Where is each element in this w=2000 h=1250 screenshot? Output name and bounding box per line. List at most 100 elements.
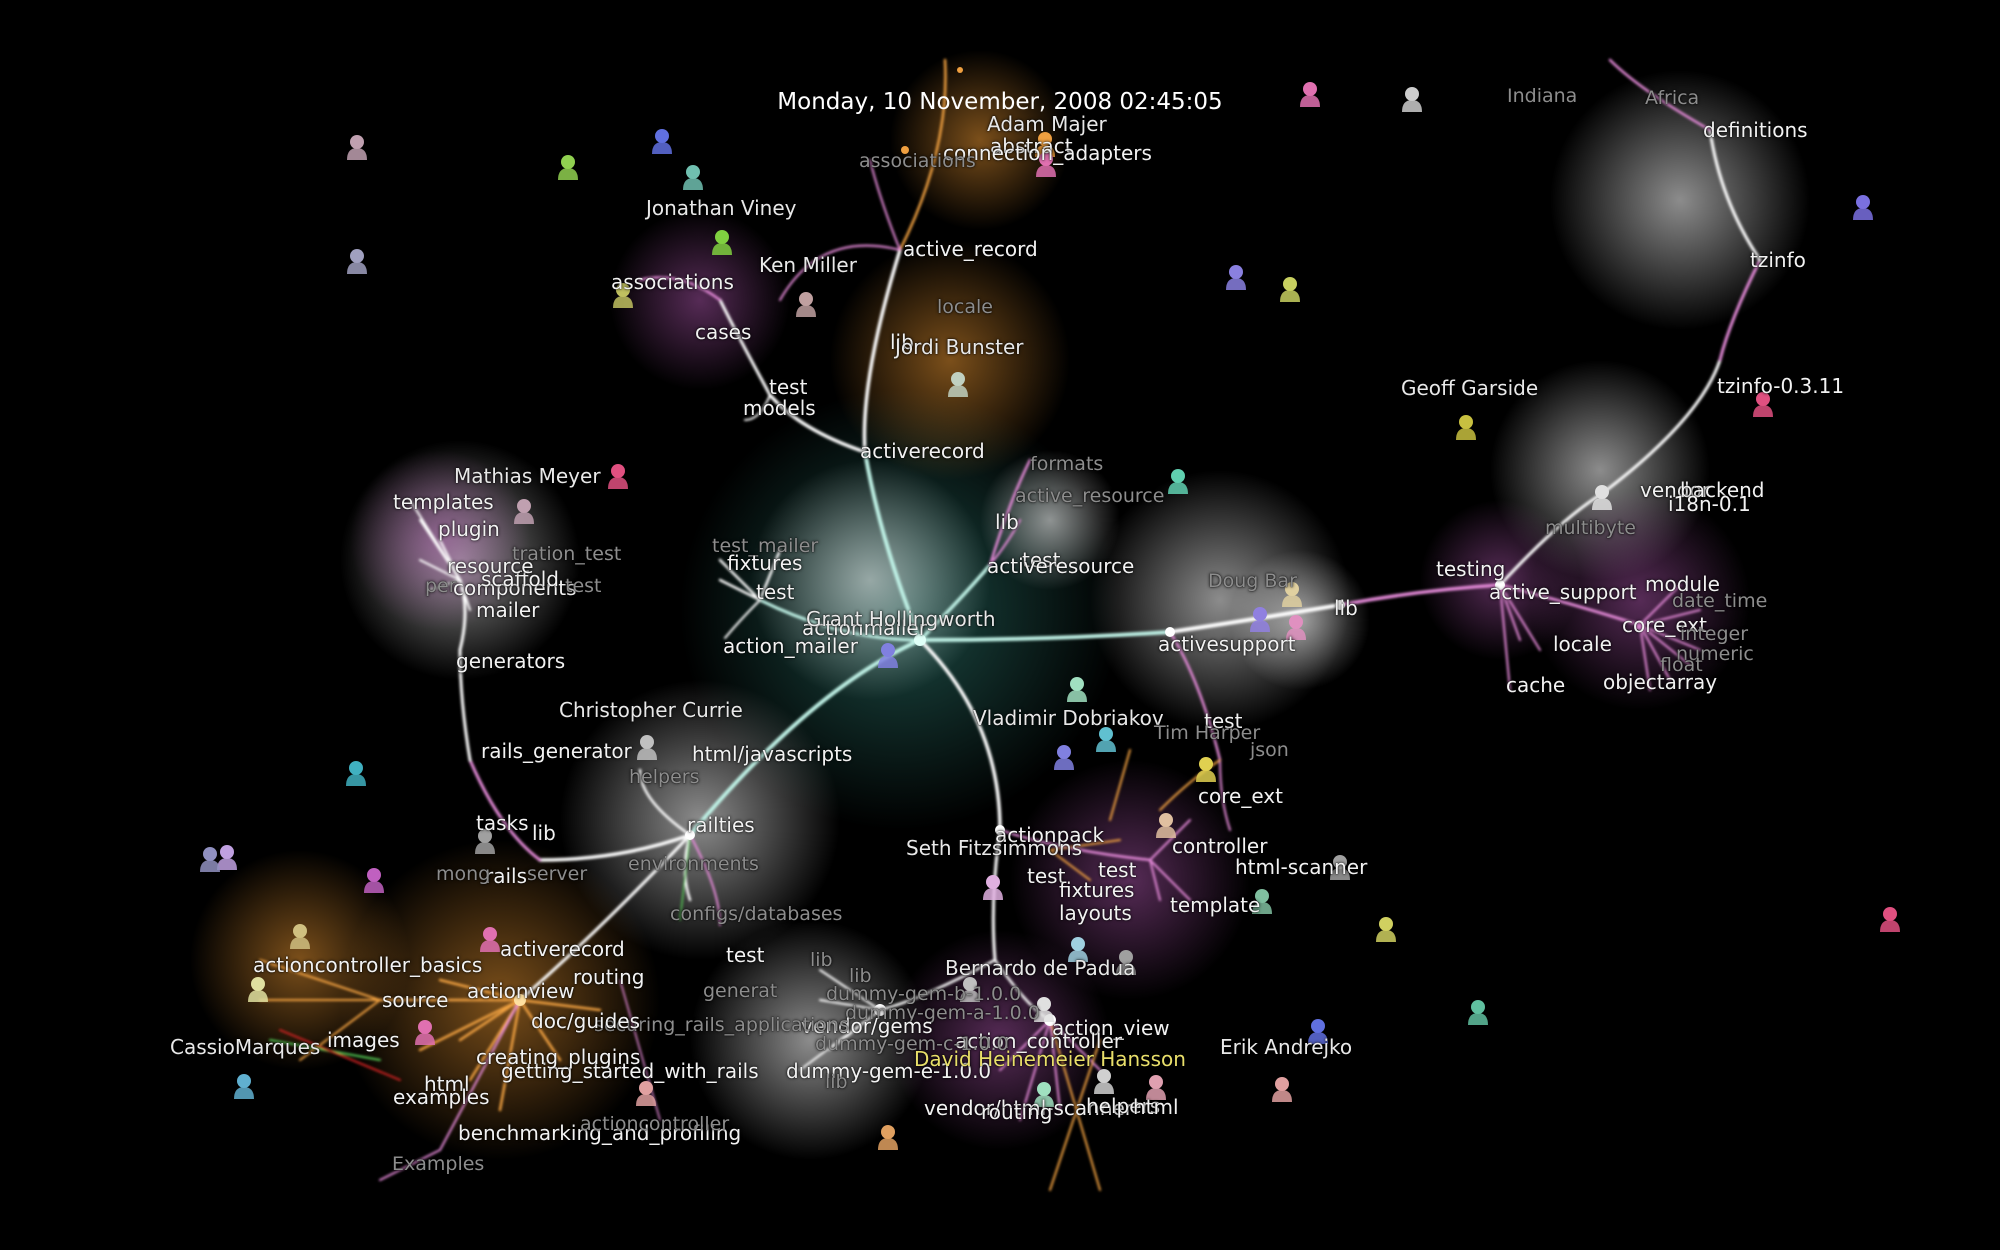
- date-time-overlay: Monday, 10 November, 2008 02:45:05: [777, 89, 1223, 115]
- dir-label-testing: testing: [1436, 557, 1506, 581]
- user-avatar-icon: [1146, 1075, 1166, 1100]
- dir-label-tasks: tasks: [476, 811, 529, 835]
- dir-label-float: float: [1660, 654, 1703, 676]
- dir-label-activerecord-doc: activerecord: [500, 937, 625, 961]
- user-avatar-icon: [1226, 265, 1246, 290]
- user-avatar-icon: [290, 924, 310, 949]
- dir-label-test-as: test: [1204, 709, 1243, 733]
- dir-label-action-controller: action_controller: [955, 1029, 1122, 1053]
- dir-label-abstract: abstract: [990, 134, 1073, 158]
- dir-label-test-ap: test: [1027, 864, 1066, 888]
- dir-label-date-time: date_time: [1672, 590, 1768, 612]
- dir-label-lib-rt: lib: [532, 821, 556, 845]
- dir-label-json: json: [1250, 739, 1289, 761]
- user-avatar-icon: [683, 165, 703, 190]
- user-avatar-icon: [347, 249, 367, 274]
- dir-label-html-scanner: html-scanner: [1235, 855, 1368, 879]
- dir-label-layouts: layouts: [1059, 901, 1132, 925]
- dir-label-activeresource: activeresource: [987, 554, 1135, 578]
- dir-label-vendor-html-scanner: vendor/html-scanner: [924, 1096, 1134, 1120]
- dir-label-routing: routing: [981, 1100, 1053, 1124]
- dir-label-html-ap: html: [1133, 1095, 1179, 1119]
- user-avatar-icon: [475, 829, 495, 854]
- dir-label-active-record: active_record: [903, 237, 1038, 261]
- user-label-tim-harper: Tim Harper: [1154, 722, 1261, 744]
- user-avatar-icon: [347, 135, 367, 160]
- user-avatar-icon: [480, 927, 500, 952]
- user-avatar-icon: [608, 464, 628, 489]
- user-avatar-icon: [636, 1081, 656, 1106]
- dir-label-action-mailer: action_mailer: [723, 634, 858, 658]
- dir-label-configs-databases: configs/databases: [670, 903, 843, 925]
- user-avatar-icon: [1272, 1077, 1292, 1102]
- dir-label-rails-generator: rails_generator: [481, 739, 632, 763]
- dir-label-securing: securing_rails_applications: [594, 1014, 849, 1036]
- user-avatar-icon: [217, 845, 237, 870]
- file-nodes: [514, 67, 1645, 1026]
- dir-label-actioncontroller-doc: actioncontroller: [580, 1113, 730, 1135]
- dir-label-locale-as: locale: [1553, 632, 1612, 656]
- dir-label-railties: railties: [687, 813, 755, 837]
- user-avatar-icon: [1300, 82, 1320, 107]
- user-avatar-icon: [1286, 615, 1306, 640]
- dir-label-test-am: test: [756, 580, 795, 604]
- dir-label-server: server: [527, 863, 588, 885]
- branch-layer: [259, 58, 1762, 1191]
- user-avatar-icon: [415, 1020, 435, 1045]
- user-label-grant-hollingworth: Grant Hollingworth: [806, 607, 996, 631]
- dir-label-formats: formats: [1030, 453, 1104, 475]
- user-avatar-icon: [1034, 997, 1054, 1022]
- user-avatar-icon: [200, 847, 220, 872]
- dir-label-actioncontroller-basics: actioncontroller_basics: [253, 953, 483, 977]
- dir-label-fixtures-ap: fixtures: [1059, 878, 1135, 902]
- dir-label-active-support: active_support: [1489, 580, 1637, 604]
- dir-label-cases: cases: [695, 320, 752, 344]
- dir-label-html-doc: html: [424, 1072, 470, 1096]
- dir-label-activerecord: activerecord: [860, 439, 985, 463]
- dir-label-components: components: [453, 576, 577, 600]
- dir-label-dummy-gem-e: dummy-gem-e-1.0.0: [786, 1059, 992, 1083]
- dir-label-tzinfo: tzinfo: [1750, 248, 1806, 272]
- dir-label-environments: environments: [628, 853, 759, 875]
- user-avatar-icon: [1468, 1000, 1488, 1025]
- dir-label-test-rt2: test: [565, 575, 602, 597]
- dir-label-performance-test: per: [425, 575, 457, 597]
- user-label-mathias-meyer: Mathias Meyer: [454, 464, 601, 488]
- user-avatar-icon: [1054, 745, 1074, 770]
- dir-label-test-rt: test: [726, 943, 765, 967]
- user-avatar-icon: [1094, 1069, 1114, 1094]
- user-avatar-icon: [364, 868, 384, 893]
- user-avatar-icon: [878, 643, 898, 668]
- dir-label-activesupport: activesupport: [1158, 632, 1296, 656]
- dir-label-controller: controller: [1172, 834, 1268, 858]
- user-label-david-heinemeier-hansson: David Heinemeier Hansson: [914, 1047, 1186, 1071]
- user-avatar-icon: [1096, 727, 1116, 752]
- user-avatar-icon: [948, 372, 968, 397]
- user-avatar-icon: [613, 283, 633, 308]
- user-avatar-icon: [1280, 277, 1300, 302]
- dir-label-getting-started: getting_started_with_rails: [501, 1059, 759, 1083]
- user-avatar-icon: [1308, 1019, 1328, 1044]
- dir-label-generators: generators: [456, 649, 566, 673]
- dir-label-lib-t3: lib: [825, 1071, 848, 1093]
- user-avatar-icon: [1282, 582, 1302, 607]
- user-label-jonathan-viney: Jonathan Viney: [646, 196, 797, 220]
- dir-label-locale: locale: [937, 296, 993, 318]
- user-avatar-icon: [248, 977, 268, 1002]
- user-avatar-icon: [1116, 950, 1136, 975]
- dir-label-i18n-ver: i18n-0.1: [1668, 492, 1751, 516]
- dir-label-indiana: Indiana: [1507, 85, 1578, 107]
- dir-label-lib-ares: lib: [995, 510, 1019, 534]
- user-label-christopher-currie: Christopher Currie: [559, 698, 743, 722]
- dir-label-images: images: [327, 1028, 400, 1052]
- user-avatar-icon: [1036, 152, 1056, 177]
- dir-label-resource: resource: [447, 554, 534, 578]
- dir-label-templates: templates: [393, 490, 494, 514]
- dir-label-module: module: [1645, 572, 1720, 596]
- user-avatar-icon: [983, 875, 1003, 900]
- user-avatar-icon: [558, 155, 578, 180]
- user-label-doug-barth: Doug Bar: [1208, 570, 1297, 592]
- user-label-bernardo-de-padua: Bernardo de Padua: [945, 956, 1136, 980]
- user-avatar-icon: [712, 230, 732, 255]
